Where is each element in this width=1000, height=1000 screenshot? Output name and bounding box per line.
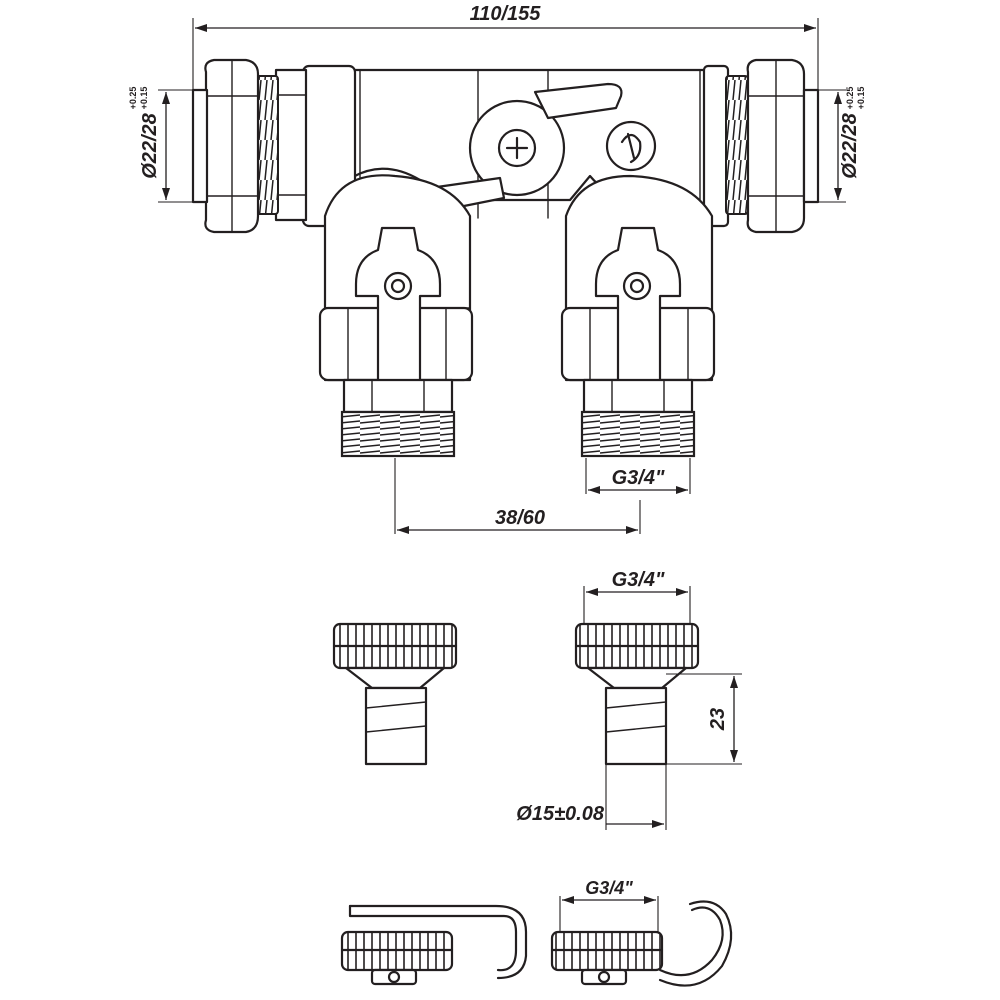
lever-upper [533,82,623,120]
right-pipe-stub [802,88,820,204]
left-outlet-handle [354,226,442,396]
cap-thread-label: G3/4" [585,878,633,898]
left-pipe-diameter-label: Ø22/28 [139,112,161,178]
right-outlet-valve [560,174,716,458]
adapter-dimensions: G3/4" 23 Ø15±0.08 [516,569,742,830]
right-cap-strap [658,906,724,977]
left-tolerance-upper: +0.25 [128,87,138,110]
left-outlet-valve [318,174,474,458]
outlet-thread-label: G3/4" [612,467,665,489]
hose-tail-diameter-label: Ø15±0.08 [516,803,605,825]
left-cap-strap [348,904,518,972]
right-body-collar [702,64,730,228]
hose-tail-adapter-left [332,622,458,766]
right-pipe-diameter-label: Ø22/28 [839,112,861,178]
left-outlet-thread [340,410,456,458]
cap-with-strap-left [340,904,528,986]
left-hose-tail [364,686,428,766]
outlet-spacing-label: 38/60 [495,507,545,529]
right-outlet-hex [582,378,694,414]
right-thread [725,75,749,215]
overall-length-label: 110/155 [470,3,542,25]
manifold-dimensions: 110/155 Ø22/28 +0.25 +0.15 Ø22/28 +0.25 … [128,3,866,534]
right-hose-tail [604,686,668,766]
adapter-height-label: 23 [707,708,729,731]
cap-with-strap-right: G3/4" [550,878,733,987]
left-compression-coupling [191,58,308,234]
left-tolerance-lower: +0.15 [139,87,149,110]
vent-plug [605,120,657,172]
hose-tail-adapter-right [574,622,700,766]
right-compression-coupling [725,58,820,234]
left-outlet-hex [342,378,454,414]
right-outlet-thread [580,410,696,458]
manifold-assembly [191,58,820,458]
right-tolerance-upper: +0.25 [845,87,855,110]
right-outlet-handle [594,226,682,396]
adapter-thread-label: G3/4" [612,569,665,591]
left-pipe-stub [191,88,209,204]
right-tolerance-lower: +0.15 [856,87,866,110]
